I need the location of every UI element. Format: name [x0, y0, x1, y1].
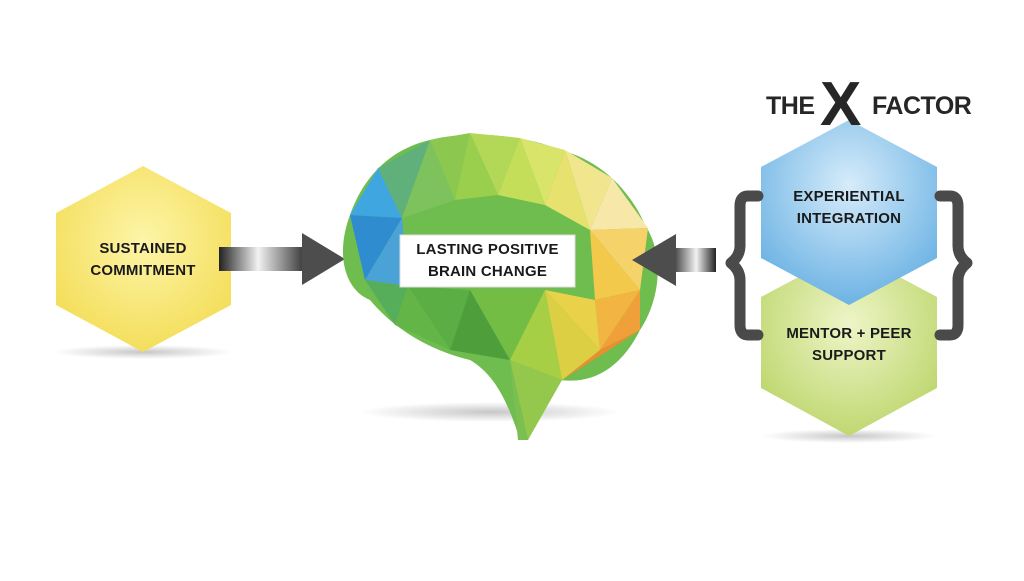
brain-change-label-box — [399, 234, 576, 288]
experiential-integration-line1: EXPERIENTIAL — [793, 188, 905, 205]
left-arrow — [219, 233, 345, 285]
x-factor-title: THE X FACTOR — [766, 74, 986, 140]
mentor-peer-support-label: MENTOR + PEER SUPPORT — [769, 323, 929, 367]
brain-change-line1: LASTING POSITIVE — [416, 241, 559, 258]
experiential-integration-line2: INTEGRATION — [796, 210, 902, 227]
mentor-peer-support-line2: SUPPORT — [812, 347, 886, 364]
sustained-commitment-line1: SUSTAINED — [99, 240, 187, 257]
experiential-integration-label: EXPERIENTIAL INTEGRATION — [769, 186, 929, 230]
sustained-commitment-label: SUSTAINED COMMITMENT — [63, 238, 223, 282]
brain-change-line2: BRAIN CHANGE — [427, 263, 548, 280]
x-factor-factor: FACTOR — [872, 92, 972, 120]
mentor-peer-support-line1: MENTOR + PEER — [786, 325, 912, 342]
brain-illustration — [342, 133, 658, 440]
x-factor-x: X — [820, 70, 862, 139]
sustained-commitment-hexagon — [56, 166, 231, 352]
mentor-peer-support-hexagon — [761, 250, 937, 436]
x-factor-the: THE — [766, 92, 815, 120]
brain-change-label: LASTING POSITIVE BRAIN CHANGE — [400, 239, 575, 283]
right-arrow — [632, 234, 716, 286]
right-curly-brace — [934, 190, 973, 341]
experiential-integration-hexagon — [761, 120, 937, 305]
sustained-commitment-line2: COMMITMENT — [90, 262, 196, 279]
left-curly-brace — [725, 190, 764, 341]
